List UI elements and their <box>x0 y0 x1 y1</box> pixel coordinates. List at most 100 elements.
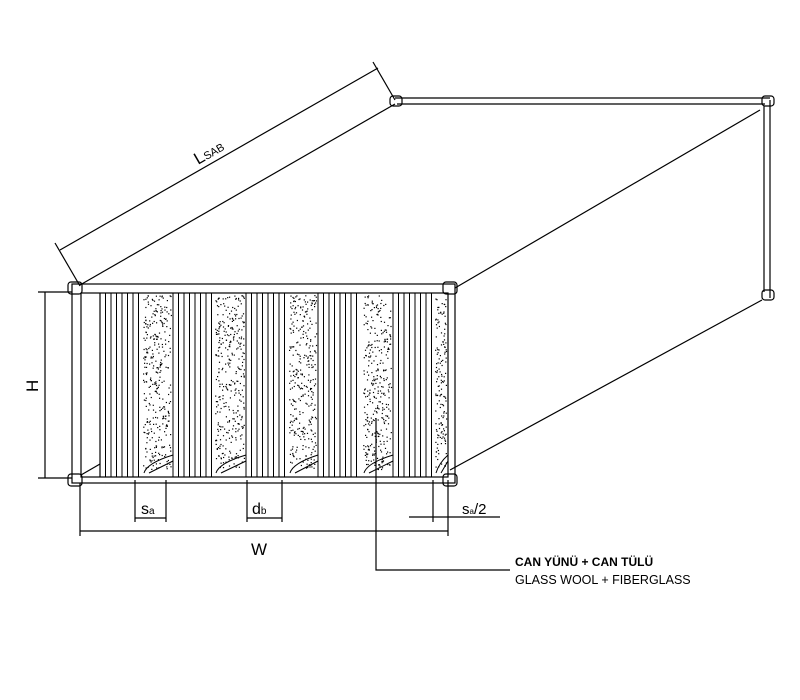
glass-wool-speck <box>237 380 239 382</box>
glass-wool-speck <box>315 444 317 446</box>
glass-wool-speck <box>297 384 299 386</box>
glass-wool-speck <box>227 355 229 357</box>
glass-wool-speck <box>215 440 217 442</box>
glass-wool-speck <box>223 456 225 459</box>
glass-wool-speck <box>155 335 157 337</box>
glass-wool-speck <box>364 389 366 391</box>
glass-wool-speck <box>225 402 227 404</box>
glass-wool-speck <box>222 320 224 323</box>
glass-wool-speck <box>384 339 386 341</box>
glass-wool-speck <box>217 350 219 352</box>
glass-wool-speck <box>165 425 167 427</box>
glass-wool-speck <box>311 466 313 468</box>
glass-wool-speck <box>239 300 241 302</box>
glass-wool-speck <box>444 346 446 348</box>
glass-wool-speck <box>230 441 232 443</box>
glass-wool-speck <box>166 300 168 302</box>
glass-wool-speck <box>388 464 391 466</box>
glass-wool-speck <box>164 455 166 458</box>
glass-wool-speck <box>298 361 300 363</box>
glass-wool-speck <box>155 360 157 362</box>
glass-wool-speck <box>436 327 438 329</box>
glass-wool-speck <box>443 343 445 345</box>
glass-wool-speck <box>291 424 293 426</box>
glass-wool-speck <box>369 445 372 447</box>
glass-wool-speck <box>229 318 231 320</box>
glass-wool-speck <box>292 321 294 323</box>
glass-wool-speck <box>435 393 437 395</box>
glass-wool-speck <box>305 355 307 357</box>
glass-wool-speck <box>169 351 171 353</box>
glass-wool-speck <box>315 322 317 324</box>
glass-wool-speck <box>165 415 167 417</box>
glass-wool-speck <box>378 340 380 342</box>
glass-wool-speck <box>161 363 163 365</box>
glass-wool-speck <box>297 370 299 372</box>
glass-wool-speck <box>295 312 298 314</box>
glass-wool-speck <box>222 462 225 464</box>
glass-wool-speck <box>152 299 154 301</box>
glass-wool-speck <box>376 457 379 459</box>
glass-wool-speck <box>373 446 375 449</box>
glass-wool-speck <box>231 457 233 459</box>
glass-wool-speck <box>373 307 375 309</box>
glass-wool-speck <box>158 436 160 438</box>
glass-wool-speck <box>168 415 170 417</box>
glass-wool-speck <box>371 346 373 349</box>
glass-wool-speck <box>145 356 147 358</box>
glass-wool-speck <box>378 310 380 312</box>
glass-wool-speck <box>162 423 164 425</box>
glass-wool-speck <box>145 467 147 469</box>
glass-wool-speck <box>315 369 317 371</box>
glass-wool-speck <box>234 307 236 310</box>
glass-wool-speck <box>242 396 244 398</box>
glass-wool-speck <box>151 362 153 364</box>
glass-wool-speck <box>436 447 438 449</box>
glass-wool-speck <box>154 314 156 316</box>
glass-wool-speck <box>305 402 307 404</box>
glass-wool-speck <box>290 295 292 297</box>
glass-wool-speck <box>239 345 241 348</box>
glass-wool-speck <box>441 415 443 417</box>
glass-wool-speck <box>144 424 146 426</box>
glass-wool-speck <box>441 313 443 315</box>
glass-wool-speck <box>219 383 221 385</box>
glass-wool-speck <box>219 425 221 427</box>
glass-wool-speck <box>381 417 383 419</box>
glass-wool-speck <box>169 401 172 403</box>
glass-wool-speck <box>296 446 298 448</box>
glass-wool-speck <box>303 385 305 387</box>
glass-wool-speck <box>303 315 305 317</box>
glass-wool-speck <box>372 433 374 435</box>
glass-wool-speck <box>240 317 242 319</box>
glass-wool-speck <box>224 305 226 307</box>
glass-wool-speck <box>215 354 217 356</box>
glass-wool-speck <box>444 396 446 398</box>
glass-wool-speck <box>316 333 318 335</box>
glass-wool-speck <box>367 320 369 322</box>
glass-wool-speck <box>159 397 161 399</box>
glass-wool-speck <box>306 335 308 337</box>
glass-wool-speck <box>435 318 437 320</box>
glass-wool-speck <box>385 420 387 422</box>
glass-wool-speck <box>151 349 153 351</box>
glass-wool-speck <box>437 319 439 321</box>
glass-wool-speck <box>159 295 161 297</box>
glass-wool-speck <box>441 463 443 465</box>
glass-wool-speck <box>158 346 160 348</box>
glass-wool-speck <box>234 394 236 396</box>
glass-wool-speck <box>224 328 226 330</box>
glass-wool-speck <box>372 453 374 455</box>
glass-wool-speck <box>440 394 442 396</box>
glass-wool-speck <box>228 456 230 458</box>
glass-wool-speck <box>379 375 381 377</box>
glass-wool-speck <box>294 376 296 378</box>
glass-wool-speck <box>157 367 159 369</box>
glass-wool-speck <box>238 328 240 330</box>
glass-wool-speck <box>369 356 371 358</box>
glass-wool-speck <box>300 395 302 398</box>
glass-wool-speck <box>383 378 385 380</box>
glass-wool-speck <box>170 314 172 317</box>
glass-wool-speck <box>441 380 444 383</box>
